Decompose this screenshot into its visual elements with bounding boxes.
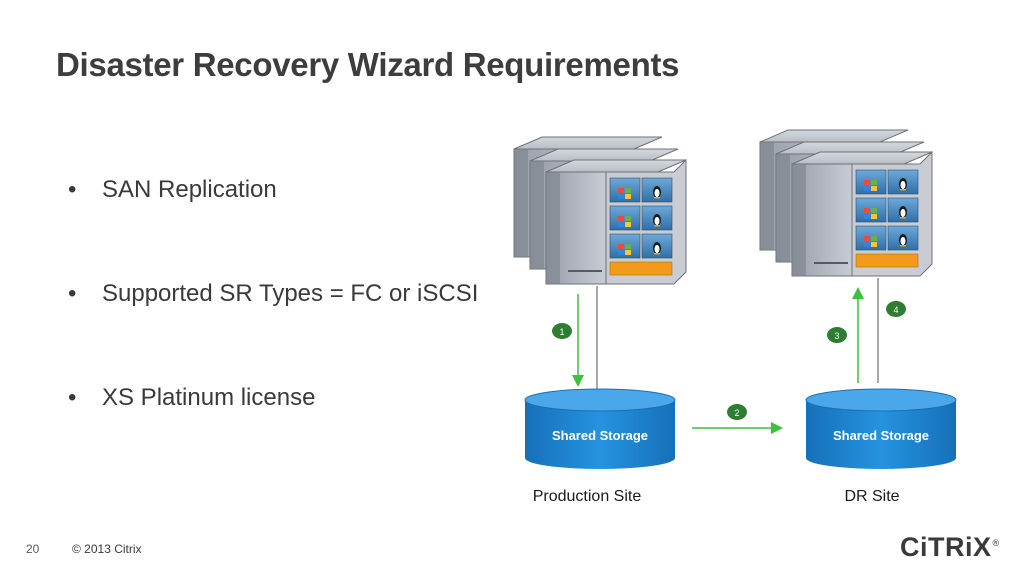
logo-registered-mark: ® — [992, 538, 1000, 548]
bullet-sr-types: Supported SR Types = FC or iSCSI — [68, 276, 478, 380]
slide-title: Disaster Recovery Wizard Requirements — [56, 46, 680, 83]
production-storage-cylinder: Shared Storage — [524, 388, 676, 469]
svg-text:3: 3 — [834, 331, 839, 341]
bullet-license: XS Platinum license — [68, 380, 478, 484]
dr-site-label: DR Site — [844, 488, 899, 505]
svg-text:2: 2 — [734, 408, 739, 418]
bullet-list: SAN Replication Supported SR Types = FC … — [68, 172, 478, 484]
dr-storage-cylinder: Shared Storage — [805, 388, 957, 469]
step-badge-1: 1 — [552, 323, 572, 339]
bullet-san-replication: SAN Replication — [68, 172, 478, 276]
step-badge-2: 2 — [727, 404, 747, 420]
dr-server-stack — [759, 129, 933, 277]
production-server-stack — [513, 136, 687, 285]
citrix-logo: CiTRiX® — [900, 532, 1000, 563]
production-site-label: Production Site — [533, 488, 642, 505]
copyright: © 2013 Citrix — [72, 542, 142, 556]
logo-text: CiTRiX — [900, 532, 992, 562]
dr-storage-label: Shared Storage — [833, 428, 929, 443]
svg-text:4: 4 — [893, 305, 898, 315]
step-badge-3: 3 — [827, 327, 847, 343]
step-badge-4: 4 — [886, 301, 906, 317]
page-number: 20 — [26, 542, 40, 556]
production-storage-label: Shared Storage — [552, 428, 648, 443]
svg-text:1: 1 — [559, 327, 564, 337]
